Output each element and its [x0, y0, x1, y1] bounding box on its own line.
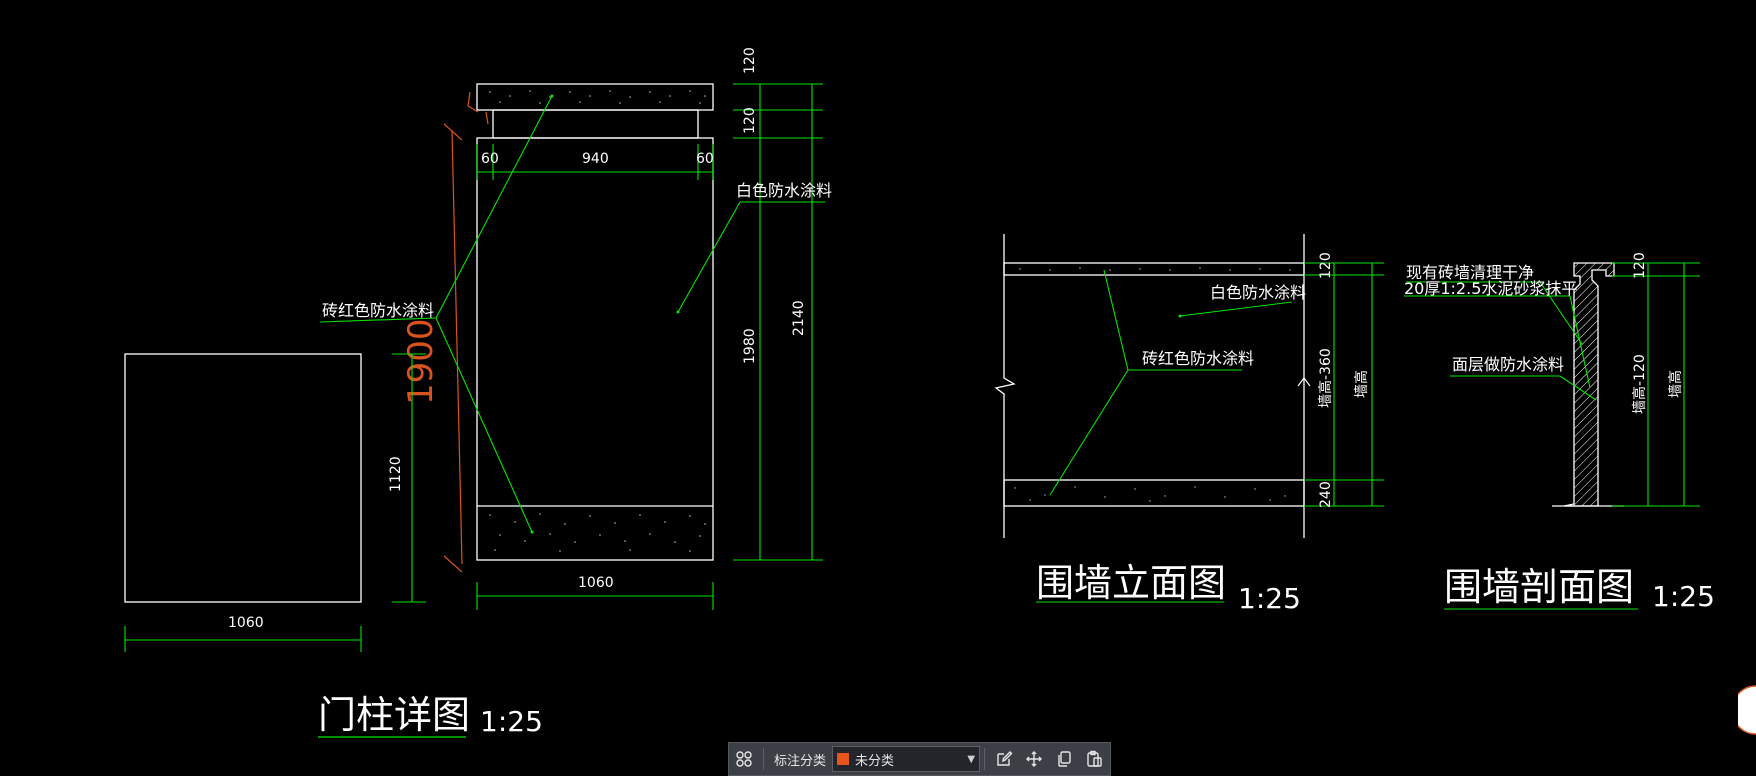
elevation-hatch: [1014, 267, 1291, 502]
category-select-value: 未分类: [855, 753, 895, 769]
move-icon[interactable]: [1019, 744, 1049, 774]
elev-dim-middle: 墙高-360: [1317, 348, 1334, 408]
elev-label-white: 白色防水涂料: [1210, 283, 1306, 302]
toolbar-divider: [984, 748, 986, 770]
elevation-dimension-lines: [1036, 262, 1384, 603]
pillar-base-square: [124, 353, 362, 603]
cap-hatch: [489, 90, 706, 104]
sect-dim-middle: 墙高-120: [1631, 354, 1648, 414]
toolbar-divider: [763, 748, 764, 770]
elev-dim-top: 120: [1318, 252, 1334, 279]
base-hatch: [489, 513, 706, 552]
sect-dim-total: 墙高: [1667, 370, 1684, 398]
side-handle-icon[interactable]: [1738, 682, 1756, 738]
category-color-swatch: [837, 753, 850, 765]
chevron-down-icon: ▼: [967, 753, 976, 765]
red-markup: [443, 91, 489, 573]
elev-label-red: 砖红色防水涂料: [1142, 349, 1254, 368]
dim-middle-940: 940: [582, 151, 609, 167]
label-red-coating: 砖红色防水涂料: [322, 301, 434, 320]
gate-pillar-title: 门柱详图: [318, 693, 470, 737]
sect-label-mortar: 20厚1:2.5水泥砂浆抹平: [1404, 279, 1577, 298]
red-mark-text: 1900: [401, 318, 441, 405]
dim-base-width: 1060: [228, 615, 264, 631]
dim-base-height: 1120: [388, 456, 404, 492]
wall-section-title: 围墙剖面图: [1444, 565, 1634, 609]
sect-label-finish: 面层做防水涂料: [1452, 355, 1564, 374]
grid-icon[interactable]: [729, 744, 759, 774]
pillar-body: [476, 137, 714, 561]
wall-elevation-title: 围墙立面图: [1036, 561, 1226, 605]
category-label: 标注分类: [774, 753, 827, 769]
pillar-dimension-lines: [124, 83, 825, 652]
category-select[interactable]: 未分类 ▼: [832, 746, 981, 772]
elev-dim-total: 墙高: [1353, 370, 1370, 398]
wall-section: 120 墙高-120 墙高 现有砖墙清理干净 20厚1:2.5水泥砂浆抹平 面层…: [1404, 252, 1715, 613]
dim-body-1980: 1980: [742, 328, 758, 364]
dim-total-2140: 2140: [791, 300, 807, 336]
gate-pillar-detail: 1900 60 940 60 1060: [124, 47, 832, 738]
annotation-toolbar: 标注分类 未分类 ▼: [728, 742, 1111, 776]
dim-neck-120: 120: [742, 107, 758, 134]
dim-pillar-width: 1060: [578, 575, 614, 591]
dim-left-60: 60: [481, 151, 499, 167]
gate-pillar-scale: 1:25: [480, 705, 543, 738]
elev-dim-bottom: 240: [1318, 481, 1334, 508]
wall-elevation: 120 墙高-360 240 墙高 白色防水涂料 砖红色防水涂料 围墙立面图 1…: [994, 234, 1384, 615]
dim-right-60: 60: [696, 151, 714, 167]
wall-section-scale: 1:25: [1652, 580, 1715, 613]
label-white-coating: 白色防水涂料: [736, 181, 832, 200]
copy-icon[interactable]: [1049, 744, 1079, 774]
wall-elevation-scale: 1:25: [1238, 582, 1301, 615]
section-dimension-lines: [1404, 262, 1700, 610]
dim-cap-120: 120: [742, 47, 758, 74]
sect-label-clean: 现有砖墙清理干净: [1406, 263, 1534, 282]
edit-icon[interactable]: [989, 744, 1019, 774]
sect-dim-top: 120: [1632, 252, 1648, 279]
paste-icon[interactable]: [1079, 744, 1109, 774]
